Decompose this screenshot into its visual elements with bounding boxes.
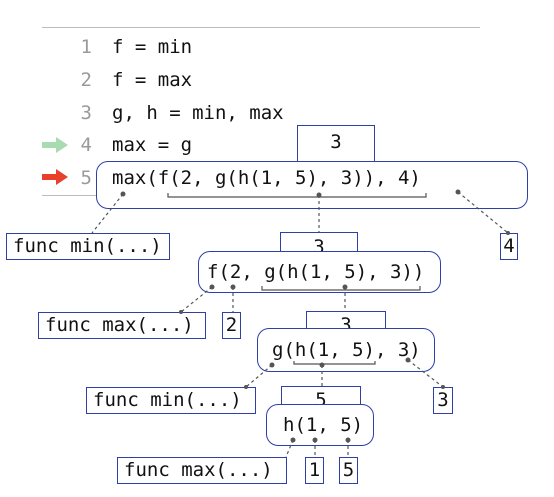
h-arg1-box: 1 bbox=[305, 457, 324, 484]
code-line-2: 2 f = max bbox=[0, 65, 554, 95]
top-rule bbox=[42, 27, 480, 28]
line-number: 5 bbox=[80, 167, 92, 189]
root-func-box: func min(...) bbox=[6, 233, 170, 260]
code-line-4: 4 max = g bbox=[0, 130, 554, 160]
g-call-box: g(h(1, 5), 3) bbox=[257, 328, 435, 372]
f-func-box: func max(...) bbox=[38, 312, 206, 339]
h-func-box: func max(...) bbox=[117, 457, 287, 484]
previous-line-arrow-icon bbox=[42, 137, 68, 153]
code-text: f = max bbox=[112, 69, 193, 91]
root-value-box: 3 bbox=[297, 125, 375, 162]
code-text: f = min bbox=[112, 36, 193, 58]
current-line-arrow-icon bbox=[42, 169, 68, 185]
h-arg2-box: 5 bbox=[339, 457, 358, 484]
code-text: g, h = min, max bbox=[112, 102, 284, 124]
code-text: max(f(2, g(h(1, 5), 3)), 4) bbox=[112, 167, 421, 189]
code-line-1: 1 f = min bbox=[0, 32, 554, 62]
line-number: 2 bbox=[80, 69, 92, 91]
f-call-box: f(2, g(h(1, 5), 3)) bbox=[198, 251, 441, 293]
line-number: 1 bbox=[80, 36, 92, 58]
code-line-5: 5 max(f(2, g(h(1, 5), 3)), 4) bbox=[0, 163, 554, 193]
f-arg-box: 2 bbox=[222, 312, 241, 339]
line-number: 4 bbox=[80, 134, 92, 156]
line-number: 3 bbox=[80, 102, 92, 124]
root-arg-box: 4 bbox=[500, 233, 518, 260]
code-text: max = g bbox=[112, 134, 193, 156]
root-call-box bbox=[96, 161, 528, 209]
h-call-box: h(1, 5) bbox=[266, 404, 374, 446]
code-line-3: 3 g, h = min, max bbox=[0, 98, 554, 128]
g-arg-box: 3 bbox=[433, 387, 453, 414]
g-func-box: func min(...) bbox=[86, 387, 256, 414]
